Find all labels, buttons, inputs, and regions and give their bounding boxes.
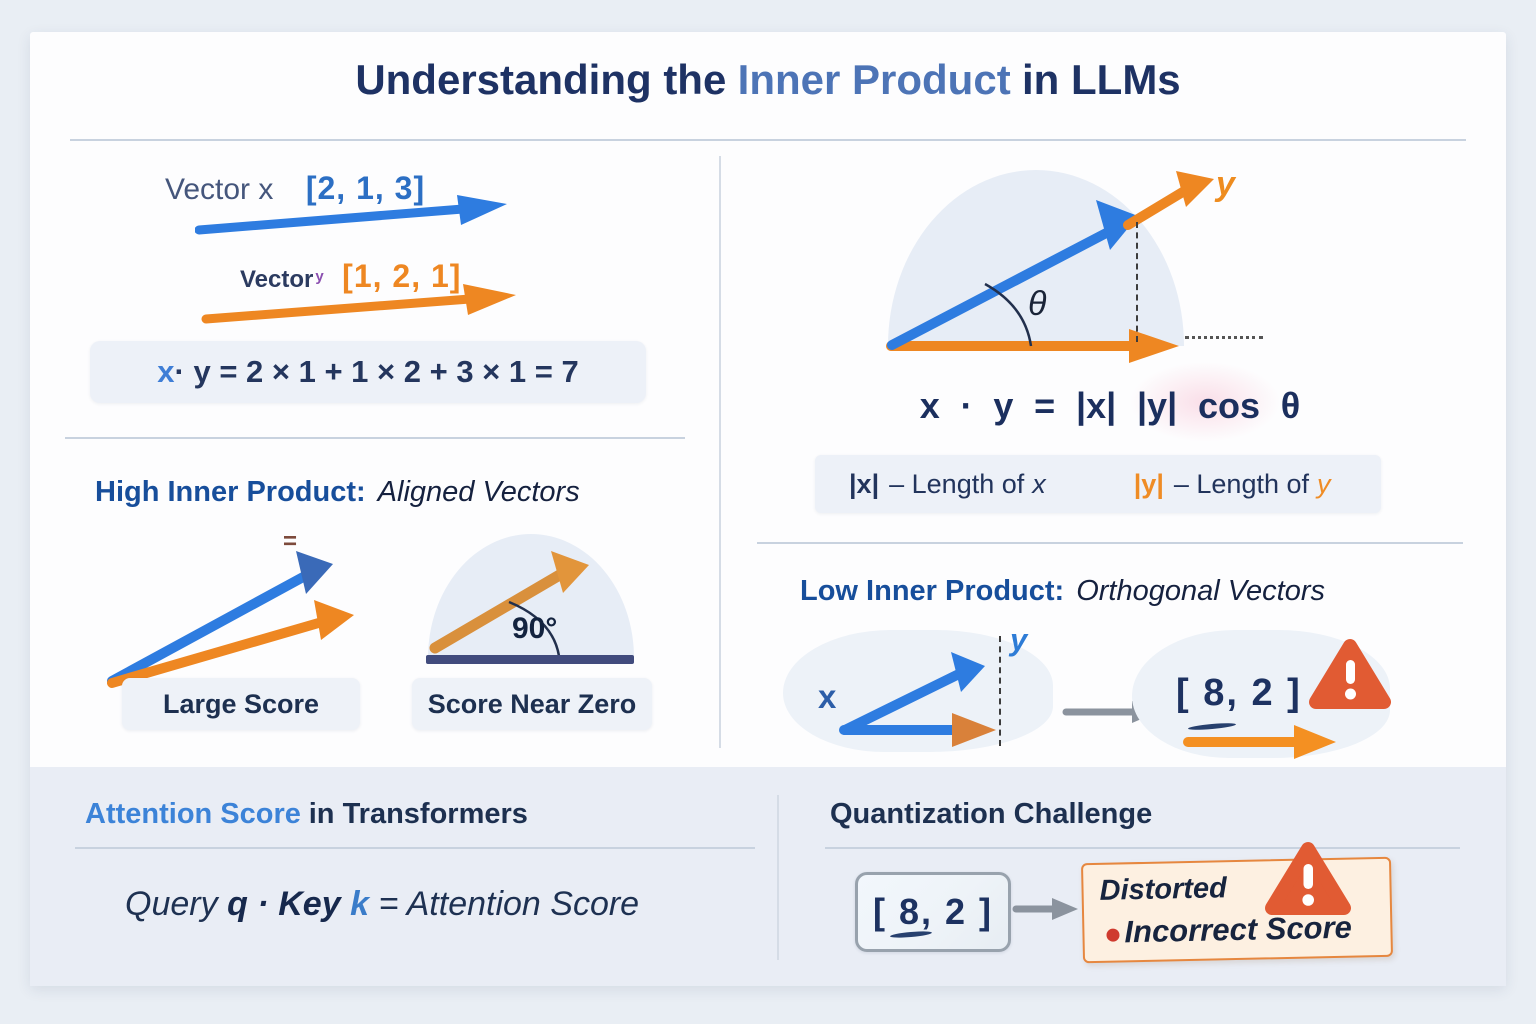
low-inner-product-heading: Low Inner Product: Orthogonal Vectors (800, 575, 1325, 608)
warning-triangle-bottom-icon (1265, 842, 1351, 915)
attn-query: Query (125, 885, 218, 923)
aligned-vectors-icon (107, 551, 354, 688)
high-heading-italic: Aligned Vectors (377, 476, 580, 508)
angle-arc-icon (508, 600, 561, 657)
ortho-dashed-axis (999, 636, 1001, 746)
left-section-divider (65, 437, 685, 439)
distorted-label: Distorted (1099, 872, 1228, 907)
baseline-bar (426, 655, 634, 664)
warning-triangle-icon (1309, 639, 1391, 709)
legend-y-symbol: |y| (1133, 468, 1164, 499)
attn-dot: · (257, 885, 269, 923)
angle-label: 90° (512, 612, 558, 645)
top-column-divider (719, 156, 721, 748)
title-prefix: Understanding the (355, 56, 727, 103)
vector-x-diagonal-arrow-icon (887, 200, 1138, 350)
score-near-zero-caption: Score Near Zero (412, 678, 652, 730)
vector-y-label: Vector (240, 266, 314, 293)
quantized-arrow-icon (1183, 725, 1336, 759)
vector-y-arrow-icon (201, 284, 516, 324)
ortho-y-label: y (1010, 622, 1028, 657)
legend-x-text: – Length of (889, 468, 1025, 499)
dot-product-formula: x · y = 2 × 1 + 1 × 2 + 3 × 1 = 7 (90, 341, 646, 403)
low-heading-italic: Orthogonal Vectors (1076, 575, 1325, 607)
legend-y-text: – Length of (1173, 468, 1309, 499)
attention-heading-highlight: Attention Score (85, 798, 301, 830)
vector-x-arrow-icon (195, 195, 507, 235)
cosine-formula: x · y = |x| |y| cos θ (919, 385, 1301, 426)
vector-y-mark: y (315, 268, 324, 285)
pink-artifact (1130, 362, 1280, 442)
result-arrow-icon (1012, 898, 1078, 920)
quantized-vector-value: [ 8, 2 ] (1176, 672, 1302, 714)
legend-x-var: x (1032, 468, 1046, 499)
attention-heading-rest: in Transformers (308, 798, 528, 830)
title-divider (70, 139, 1466, 141)
ninety-degree-vector-icon (429, 551, 589, 654)
length-legend: |x| – Length of x |y| – Length of y (815, 455, 1381, 513)
high-inner-product-heading: High Inner Product: Aligned Vectors (95, 476, 580, 509)
attn-eq: = Attention Score (378, 885, 640, 923)
equals-mark: = (283, 528, 298, 555)
vertical-dashed-line (1136, 222, 1138, 342)
legend-y-var: y (1317, 468, 1331, 499)
right-section-divider (757, 542, 1463, 544)
title-suffix: in LLMs (1022, 56, 1181, 103)
vector-y-extension-arrow-icon (1123, 171, 1214, 230)
error-bullet-dot (1106, 928, 1120, 942)
ortho-horizontal-arrow-icon (839, 713, 996, 747)
formula-rest: · y = 2 × 1 + 1 × 2 + 3 × 1 = 7 (174, 354, 579, 389)
title-highlight: Inner Product (737, 56, 1011, 103)
vector-x-row: Vector x [2, 1, 3] (165, 170, 425, 207)
ortho-diagonal-arrow-icon (840, 652, 985, 735)
vector-y-value: [1, 2, 1] (342, 258, 462, 294)
attn-key: Key (278, 885, 341, 923)
vector-x-label: Vector x (165, 173, 274, 206)
large-score-caption: Large Score (122, 678, 360, 730)
x-axis-arrow-icon (886, 329, 1179, 363)
attn-k: k (350, 885, 370, 923)
horizontal-dotted-line (1185, 336, 1263, 339)
formula-x: x (157, 354, 175, 389)
quantized-value-box: [ 8, 2 ] (855, 872, 1011, 952)
y-axis-label: y (1216, 165, 1235, 203)
ortho-x-label: x (818, 678, 837, 715)
attn-q: q (227, 885, 248, 923)
bottom-column-divider (777, 795, 779, 960)
high-heading-bold: High Inner Product: (95, 476, 366, 508)
quantization-heading: Quantization Challenge (830, 798, 1153, 830)
quantization-heading-rule (825, 847, 1460, 849)
theta-label: θ (1028, 285, 1047, 323)
low-heading-bold: Low Inner Product: (800, 575, 1065, 607)
legend-x-symbol: |x| (849, 468, 880, 499)
vector-x-value: [2, 1, 3] (305, 170, 426, 206)
quantized-box-value: [ 8, 2 ] (872, 891, 994, 932)
attention-heading-rule (75, 847, 755, 849)
theta-arc-icon (984, 282, 1033, 347)
